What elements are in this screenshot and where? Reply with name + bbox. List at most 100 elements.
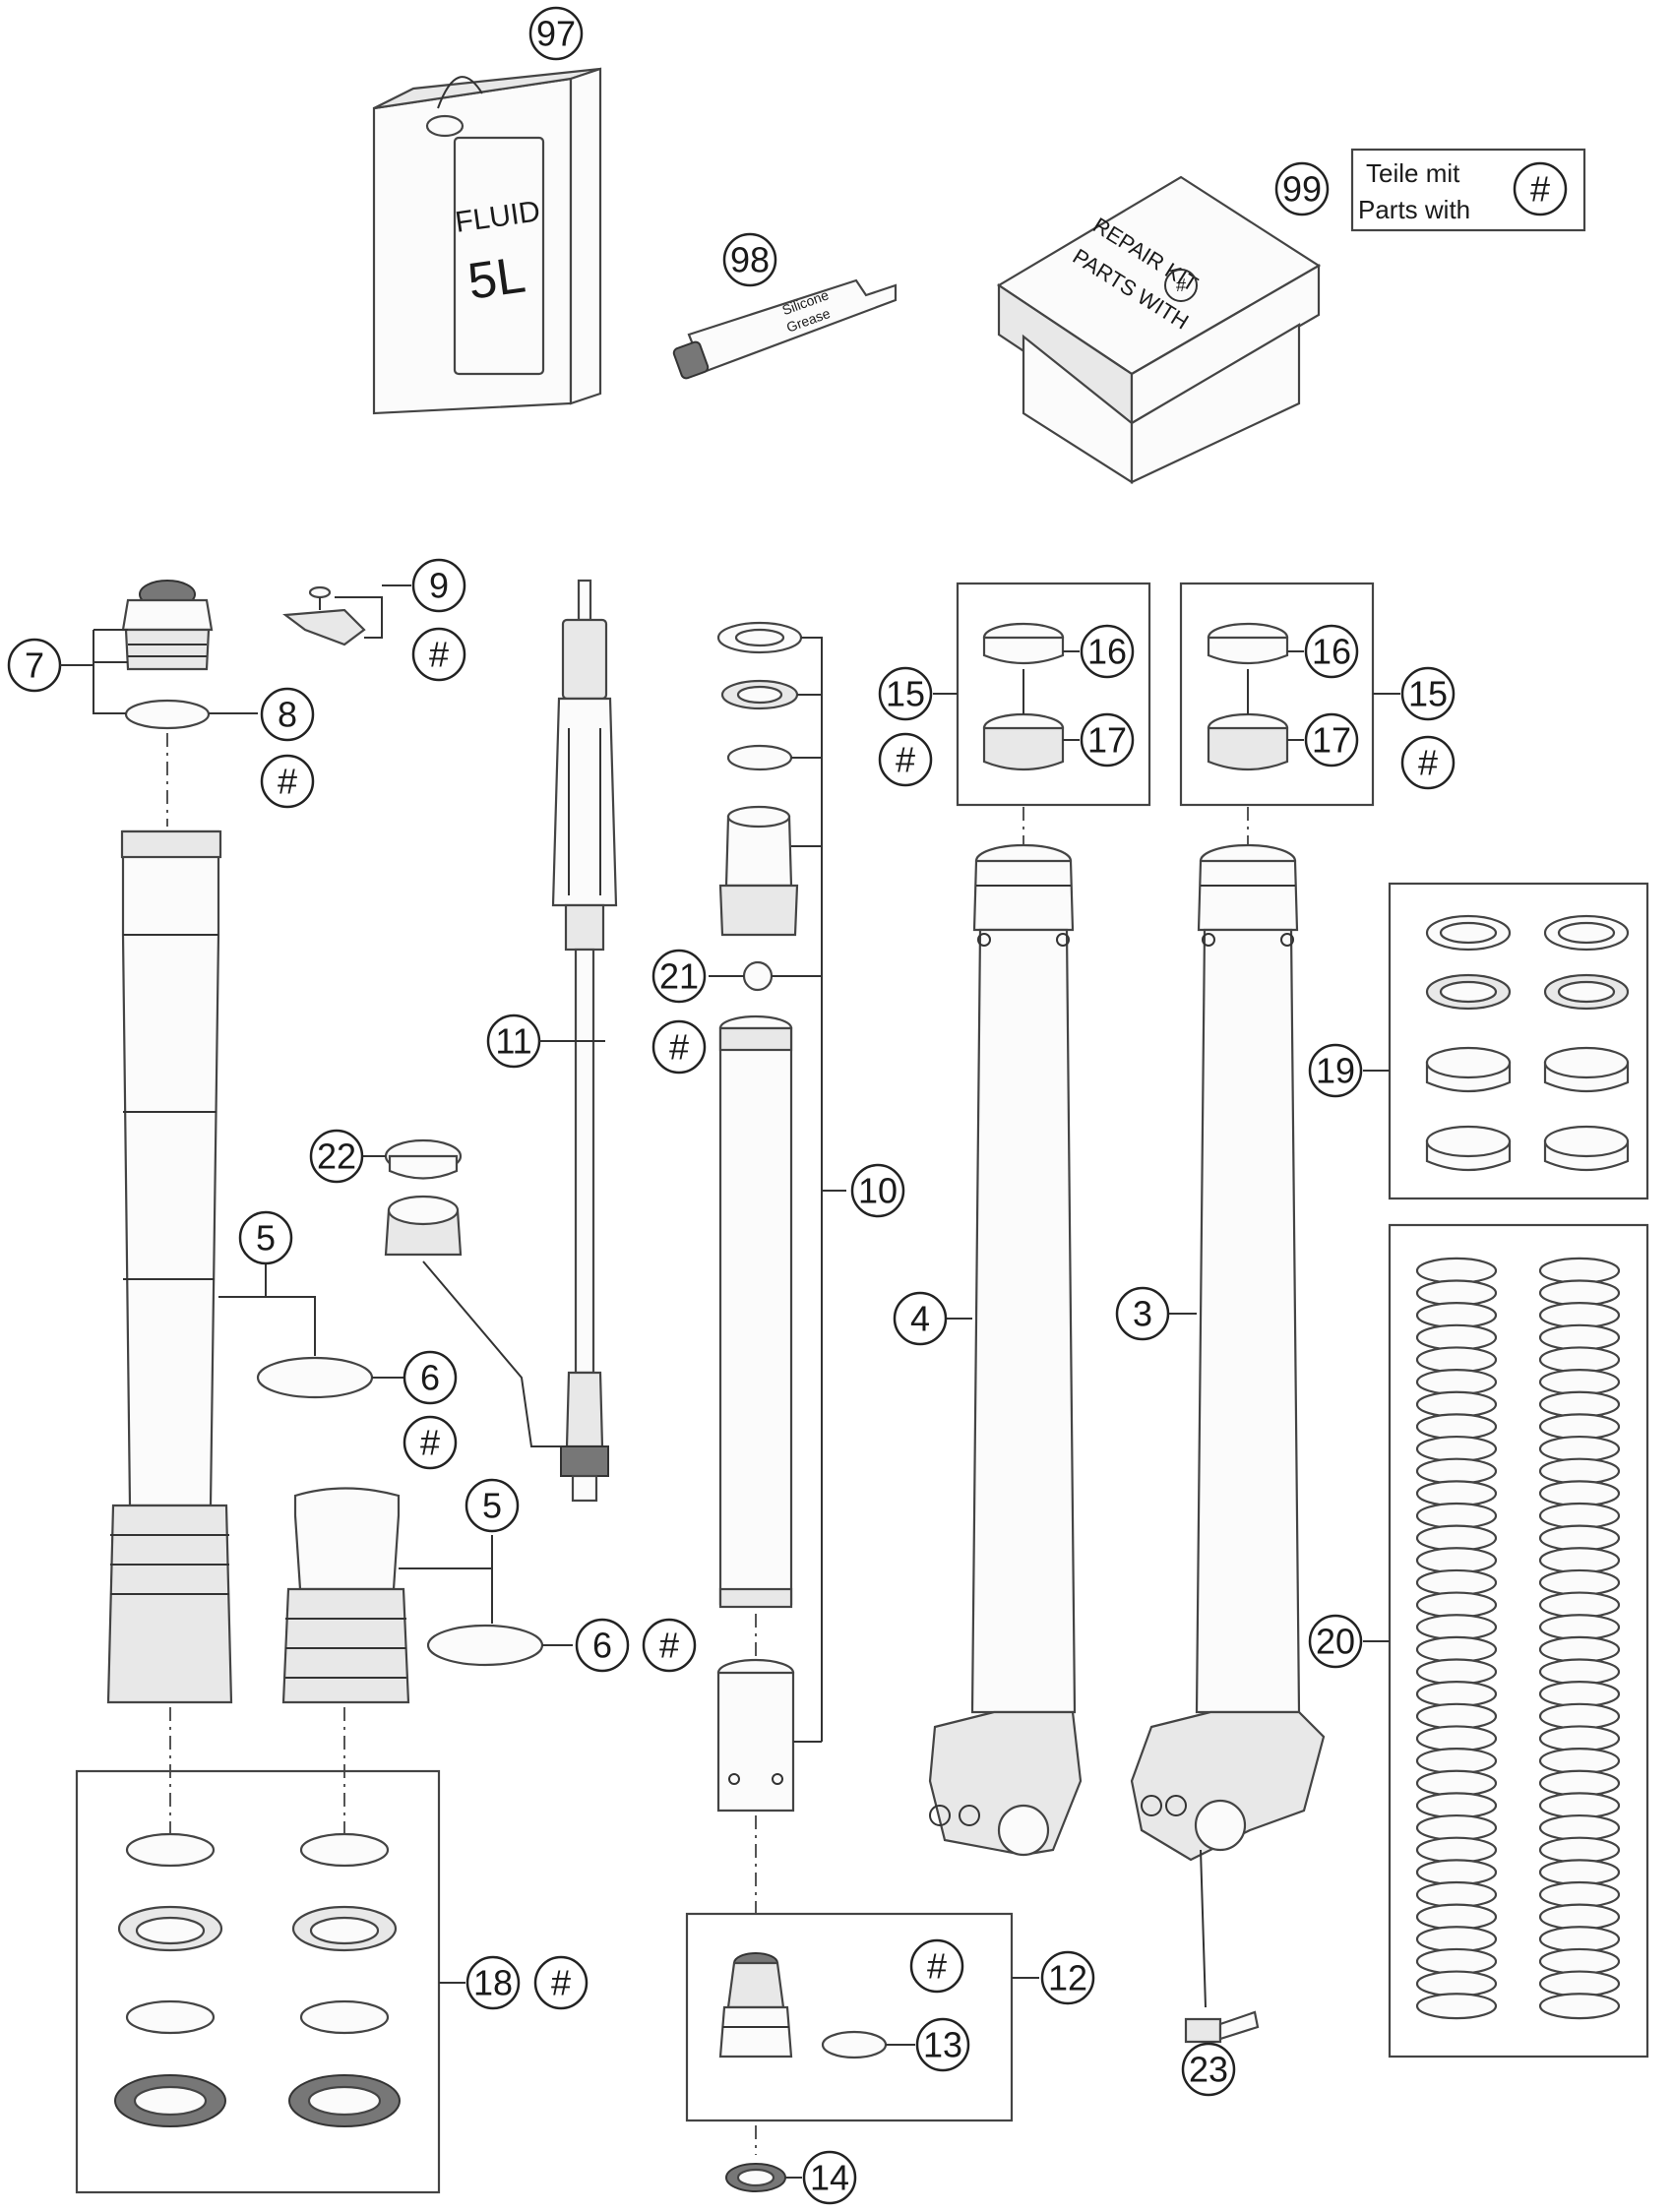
svg-text:10: 10	[858, 1171, 898, 1211]
spring-coil	[1415, 1591, 1498, 1619]
callout-4[interactable]: 4	[893, 1291, 948, 1346]
svg-text:19: 19	[1316, 1051, 1355, 1091]
spring-coil	[1538, 1369, 1621, 1396]
callout-11[interactable]: 11	[486, 1014, 541, 1069]
spring-coil	[1415, 1635, 1498, 1663]
callout-6a[interactable]: 6	[403, 1350, 458, 1405]
hash-6b[interactable]: #	[642, 1618, 697, 1673]
bushing-box-15a	[956, 582, 1151, 807]
svg-text:23: 23	[1189, 2050, 1228, 2090]
spring-coil	[1415, 1390, 1498, 1418]
spring-coil	[1415, 1813, 1498, 1842]
callout-98[interactable]: 98	[722, 232, 777, 287]
callout-17a[interactable]: 17	[1080, 712, 1135, 768]
spring-coil	[1415, 1903, 1498, 1931]
spring-coil	[1415, 1346, 1498, 1374]
hash-15b[interactable]: #	[1400, 735, 1456, 790]
spring-coil	[1415, 1524, 1498, 1552]
hash-21[interactable]: #	[651, 1019, 707, 1075]
spring-coil	[1538, 1435, 1621, 1463]
callout-97[interactable]: 97	[528, 6, 584, 61]
spring-coil	[1538, 1346, 1621, 1374]
svg-text:#: #	[659, 1626, 679, 1666]
callout-14[interactable]: 14	[802, 2150, 857, 2205]
spring-coil	[1415, 1547, 1498, 1574]
spring-coil	[1538, 1993, 1621, 2020]
spring-coil	[1538, 1591, 1621, 1619]
spring-coil	[1415, 1413, 1498, 1441]
legend-line-en: Parts with	[1358, 195, 1470, 224]
spring-coil	[1415, 1568, 1498, 1596]
callout-23[interactable]: 23	[1181, 2042, 1236, 2097]
callout-12[interactable]: 12	[1040, 1950, 1095, 2005]
hash-18[interactable]: #	[533, 1955, 589, 2010]
svg-text:8: 8	[278, 695, 297, 735]
callout-5a[interactable]: 5	[238, 1210, 293, 1265]
spring-coil	[1538, 1880, 1621, 1908]
grease-tube: Silicone Grease	[672, 278, 898, 380]
springs-box-20	[1388, 1223, 1649, 2058]
callout-16b[interactable]: 16	[1304, 624, 1359, 679]
fluid-canister: FLUID 5L	[372, 67, 602, 415]
svg-text:13: 13	[923, 2025, 962, 2065]
svg-text:5: 5	[256, 1218, 276, 1259]
spring-coil	[1415, 1302, 1498, 1329]
callout-99[interactable]: 99	[1274, 161, 1330, 216]
adjuster-nut	[384, 1195, 463, 1257]
spring-coil	[1538, 1769, 1621, 1797]
spring-coil	[1415, 1369, 1498, 1396]
canister-volume-text: 5L	[465, 246, 528, 310]
spring-coil	[1538, 1702, 1621, 1730]
svg-text:#: #	[429, 635, 449, 675]
callout-10[interactable]: 10	[850, 1163, 905, 1218]
outer-fork-tube	[106, 830, 233, 1704]
callout-5b[interactable]: 5	[465, 1478, 520, 1533]
svg-text:6: 6	[420, 1358, 440, 1398]
spring-coil	[1538, 1748, 1621, 1775]
hash-15a[interactable]: #	[878, 732, 933, 787]
spring-coil	[1538, 1568, 1621, 1596]
callout-19[interactable]: 19	[1308, 1043, 1363, 1098]
callout-6b[interactable]: 6	[575, 1618, 630, 1673]
svg-text:#: #	[896, 740, 915, 780]
callout-15b[interactable]: 15	[1400, 666, 1456, 721]
svg-text:11: 11	[495, 1021, 531, 1062]
o-ring-8	[124, 699, 211, 730]
hash-6a[interactable]: #	[403, 1415, 458, 1470]
callout-13[interactable]: 13	[915, 2017, 970, 2072]
o-ring-6a	[256, 1356, 374, 1399]
spring-coil	[1415, 1658, 1498, 1686]
spring-coil	[1415, 1480, 1498, 1507]
hash-9[interactable]: #	[411, 627, 466, 682]
svg-text:3: 3	[1133, 1294, 1152, 1334]
callout-21[interactable]: 21	[651, 949, 707, 1004]
legend-hash-symbol: #	[1513, 161, 1568, 216]
hash-8[interactable]: #	[260, 754, 315, 809]
spring-coil	[1538, 1792, 1621, 1819]
callout-7[interactable]: 7	[7, 638, 62, 693]
spring-coil	[1538, 1635, 1621, 1663]
callout-3[interactable]: 3	[1115, 1286, 1170, 1341]
bushing-box-15b	[1179, 582, 1375, 807]
svg-text:9: 9	[429, 566, 449, 606]
callout-17b[interactable]: 17	[1304, 712, 1359, 768]
spring-coil	[1538, 1480, 1621, 1507]
hash-12[interactable]: #	[909, 1938, 964, 1994]
svg-text:12: 12	[1048, 1958, 1087, 1998]
svg-text:15: 15	[1408, 674, 1448, 714]
callout-9[interactable]: 9	[411, 558, 466, 613]
svg-text:21: 21	[659, 956, 699, 997]
callout-16a[interactable]: 16	[1080, 624, 1135, 679]
inner-fork-tube-4	[928, 843, 1083, 1857]
o-ring-6b	[426, 1624, 544, 1667]
spring-coil	[1538, 1413, 1621, 1441]
callout-18[interactable]: 18	[465, 1955, 521, 2010]
spring-coil	[1415, 1681, 1498, 1708]
callout-15a[interactable]: 15	[878, 666, 933, 721]
spacer-rings-box-19	[1388, 882, 1649, 1200]
callout-8[interactable]: 8	[260, 687, 315, 742]
callout-22[interactable]: 22	[309, 1129, 364, 1184]
spring-coil	[1538, 1547, 1621, 1574]
svg-text:6: 6	[592, 1626, 612, 1666]
callout-20[interactable]: 20	[1308, 1614, 1363, 1669]
